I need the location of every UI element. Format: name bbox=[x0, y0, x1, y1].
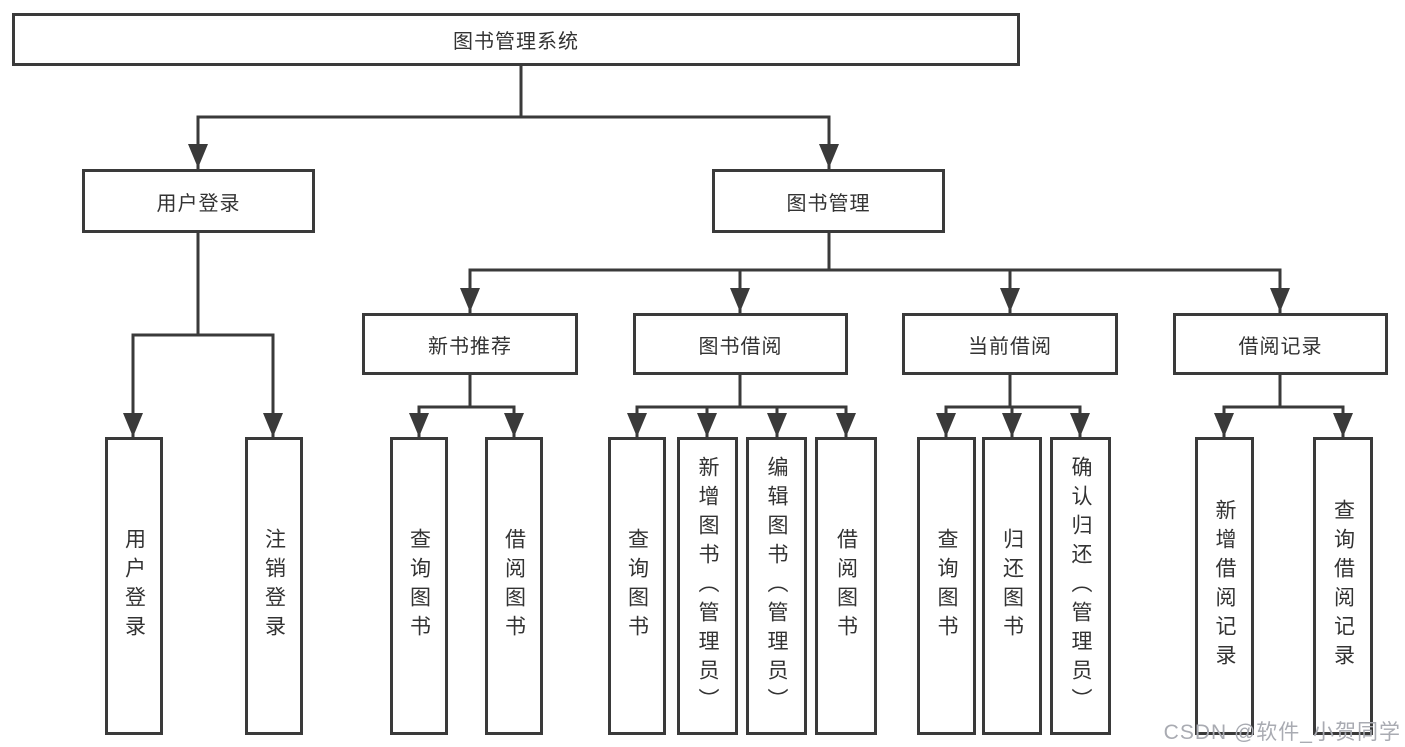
node-leaf-user-login: 用户登录 bbox=[105, 437, 163, 735]
connector-user-section bbox=[123, 231, 283, 439]
node-leaf-logout: 注销登录 bbox=[245, 437, 303, 735]
node-leaf-borrow-book-2: 借阅图书 bbox=[815, 437, 877, 735]
connector-module-record bbox=[1214, 373, 1353, 439]
node-leaf-add-borrow-record: 新增借阅记录 bbox=[1195, 437, 1254, 735]
node-leaf-borrow-book-1: 借阅图书 bbox=[485, 437, 543, 735]
node-leaf-confirm-return-admin: 确认归还（管理员） bbox=[1050, 437, 1111, 735]
connector-module-newbook bbox=[409, 373, 524, 439]
node-user-login-section: 用户登录 bbox=[82, 169, 315, 233]
node-module-current-borrow: 当前借阅 bbox=[902, 313, 1118, 375]
node-leaf-query-book-3: 查询图书 bbox=[917, 437, 976, 735]
connector-root bbox=[188, 64, 839, 170]
csdn-watermark: CSDN @软件_小贺同学 bbox=[1163, 721, 1401, 744]
node-book-management-section: 图书管理 bbox=[712, 169, 945, 233]
node-root-title: 图书管理系统 bbox=[12, 13, 1020, 66]
connector-book-section bbox=[460, 231, 1290, 314]
node-module-book-borrow: 图书借阅 bbox=[633, 313, 848, 375]
node-leaf-query-book-2: 查询图书 bbox=[608, 437, 666, 735]
node-leaf-query-borrow-record: 查询借阅记录 bbox=[1313, 437, 1373, 735]
node-leaf-return-book: 归还图书 bbox=[982, 437, 1042, 735]
node-module-borrow-record: 借阅记录 bbox=[1173, 313, 1388, 375]
node-leaf-edit-book-admin: 编辑图书（管理员） bbox=[746, 437, 807, 735]
node-module-new-book: 新书推荐 bbox=[362, 313, 578, 375]
node-leaf-add-book-admin: 新增图书（管理员） bbox=[677, 437, 738, 735]
connector-module-current bbox=[936, 373, 1090, 439]
node-leaf-query-book-1: 查询图书 bbox=[390, 437, 448, 735]
connector-module-borrow bbox=[627, 373, 856, 439]
